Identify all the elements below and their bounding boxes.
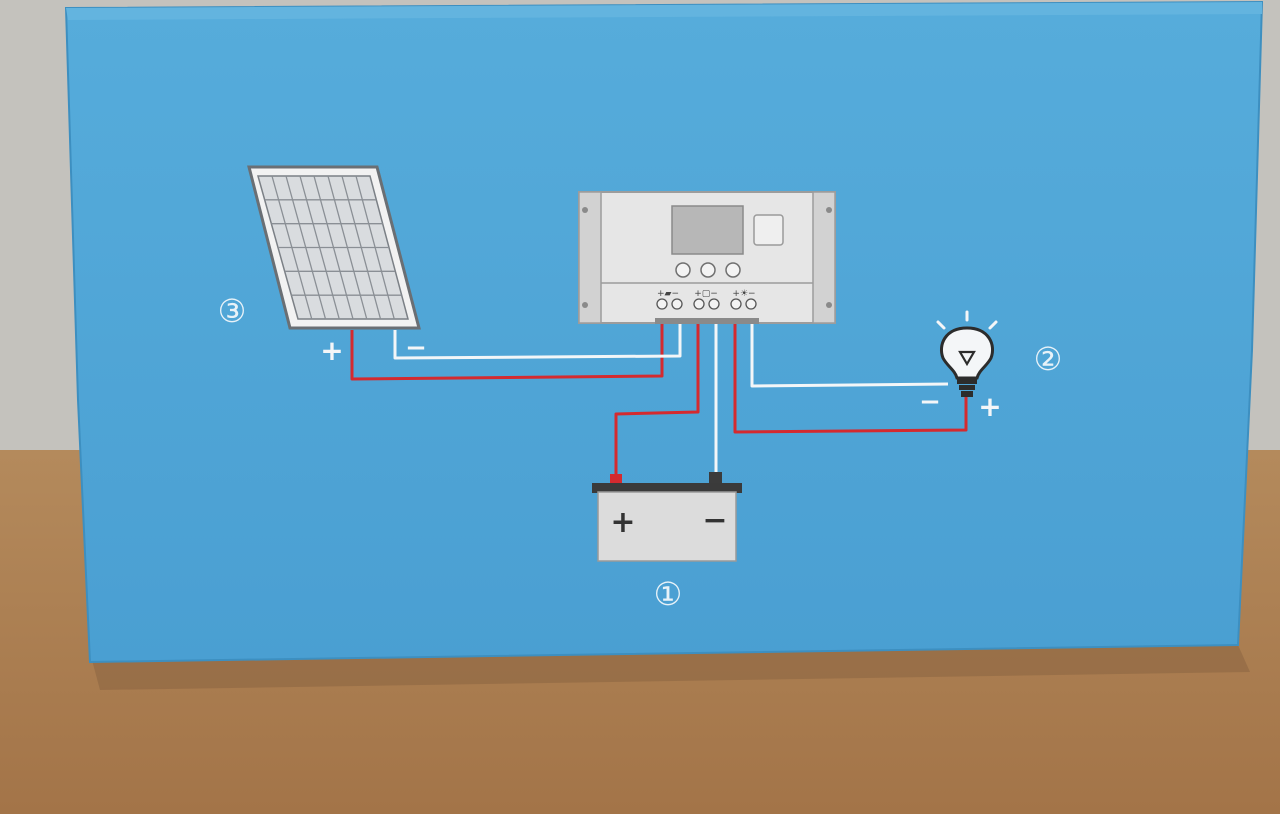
battery-icon: + − bbox=[592, 472, 742, 562]
light-bulb-icon bbox=[936, 310, 998, 397]
charge-controller-icon: +▰− +▢− +☀− bbox=[578, 191, 836, 324]
box-top-edge bbox=[66, 2, 1262, 20]
controller-button-1 bbox=[675, 262, 691, 278]
load-positive-wire bbox=[733, 324, 968, 434]
panel-negative-wire bbox=[393, 324, 682, 360]
controller-button-2 bbox=[700, 262, 716, 278]
terminal-screw bbox=[656, 298, 668, 310]
battery-number-label: ① bbox=[654, 575, 683, 613]
panel-negative-label: − bbox=[405, 333, 427, 363]
load-negative-label: − bbox=[919, 387, 941, 417]
battery-minus-sign: − bbox=[702, 503, 727, 538]
load-positive-label: + bbox=[978, 390, 1001, 423]
load-number-label: ② bbox=[1034, 340, 1063, 378]
battery-plus-sign: + bbox=[610, 505, 635, 540]
terminal-label-load: +☀− bbox=[732, 289, 755, 299]
box-face bbox=[64, 0, 1264, 664]
terminal-screw bbox=[708, 298, 720, 310]
terminal-label-battery: +▢− bbox=[694, 289, 718, 299]
terminal-label-panel: +▰− bbox=[657, 289, 679, 299]
load-negative-wire bbox=[750, 324, 949, 388]
terminal-screw bbox=[693, 298, 705, 310]
panel-positive-label: + bbox=[320, 334, 343, 367]
terminal-screw bbox=[730, 298, 742, 310]
wiring bbox=[350, 324, 968, 476]
terminal-screw bbox=[671, 298, 683, 310]
controller-indicator-window bbox=[753, 214, 784, 246]
panel-number-label: ③ bbox=[218, 292, 247, 330]
panel-positive-wire bbox=[350, 324, 664, 381]
terminal-screw bbox=[745, 298, 757, 310]
solar-panel-icon bbox=[247, 165, 421, 330]
battery-positive-wire bbox=[614, 324, 700, 476]
controller-lcd-screen bbox=[671, 205, 744, 255]
controller-button-3 bbox=[725, 262, 741, 278]
